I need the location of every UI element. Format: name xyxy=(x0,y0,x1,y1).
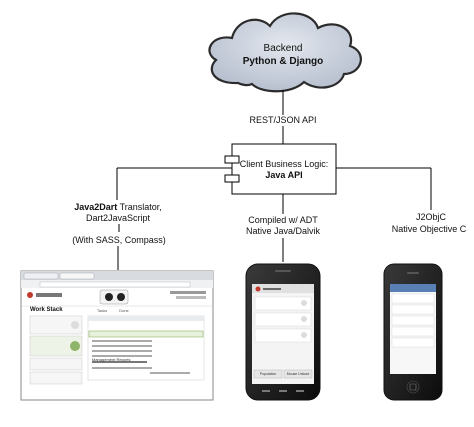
component-tab-top xyxy=(224,155,240,164)
web-app-tab-1: Tasks xyxy=(96,308,108,313)
core-component-box xyxy=(224,143,337,195)
android-button-2: Mouse Unload xyxy=(286,372,310,376)
rest-api-label: REST/JSON API xyxy=(238,115,328,126)
mid-branch-line1: Compiled w/ ADT xyxy=(248,215,318,225)
web-app-section: Management Reports xyxy=(92,357,131,362)
core-label-line1: Client Business Logic: xyxy=(239,159,329,169)
web-app-tab-2: Done xyxy=(119,308,129,313)
web-app-header: Work Stack xyxy=(30,307,63,313)
left-branch-line2: Dart2JavaScript xyxy=(85,213,151,223)
right-branch-line2: Native Objective C xyxy=(391,224,467,234)
left-branch-line3: (With SASS, Compass) xyxy=(72,235,166,245)
android-phone xyxy=(245,263,321,401)
cloud-label-line1: Backend xyxy=(263,43,303,54)
mid-branch-line2: Native Java/Dalvik xyxy=(245,226,321,236)
component-tab-bottom xyxy=(224,174,240,183)
core-label-line2: Java API xyxy=(265,170,303,180)
iphone xyxy=(383,263,443,401)
left-branch-line1: Java2Dart Translator, xyxy=(68,202,168,213)
right-branch-line1: J2ObjC xyxy=(415,212,446,222)
cloud-label-line2: Python & Django xyxy=(242,56,324,67)
backend-cloud xyxy=(208,12,362,93)
android-button-1: Population xyxy=(259,372,277,376)
left-branch-bold: Java2Dart xyxy=(74,202,118,212)
left-branch-rest: Translator, xyxy=(117,202,162,212)
web-app-screenshot xyxy=(20,270,214,401)
